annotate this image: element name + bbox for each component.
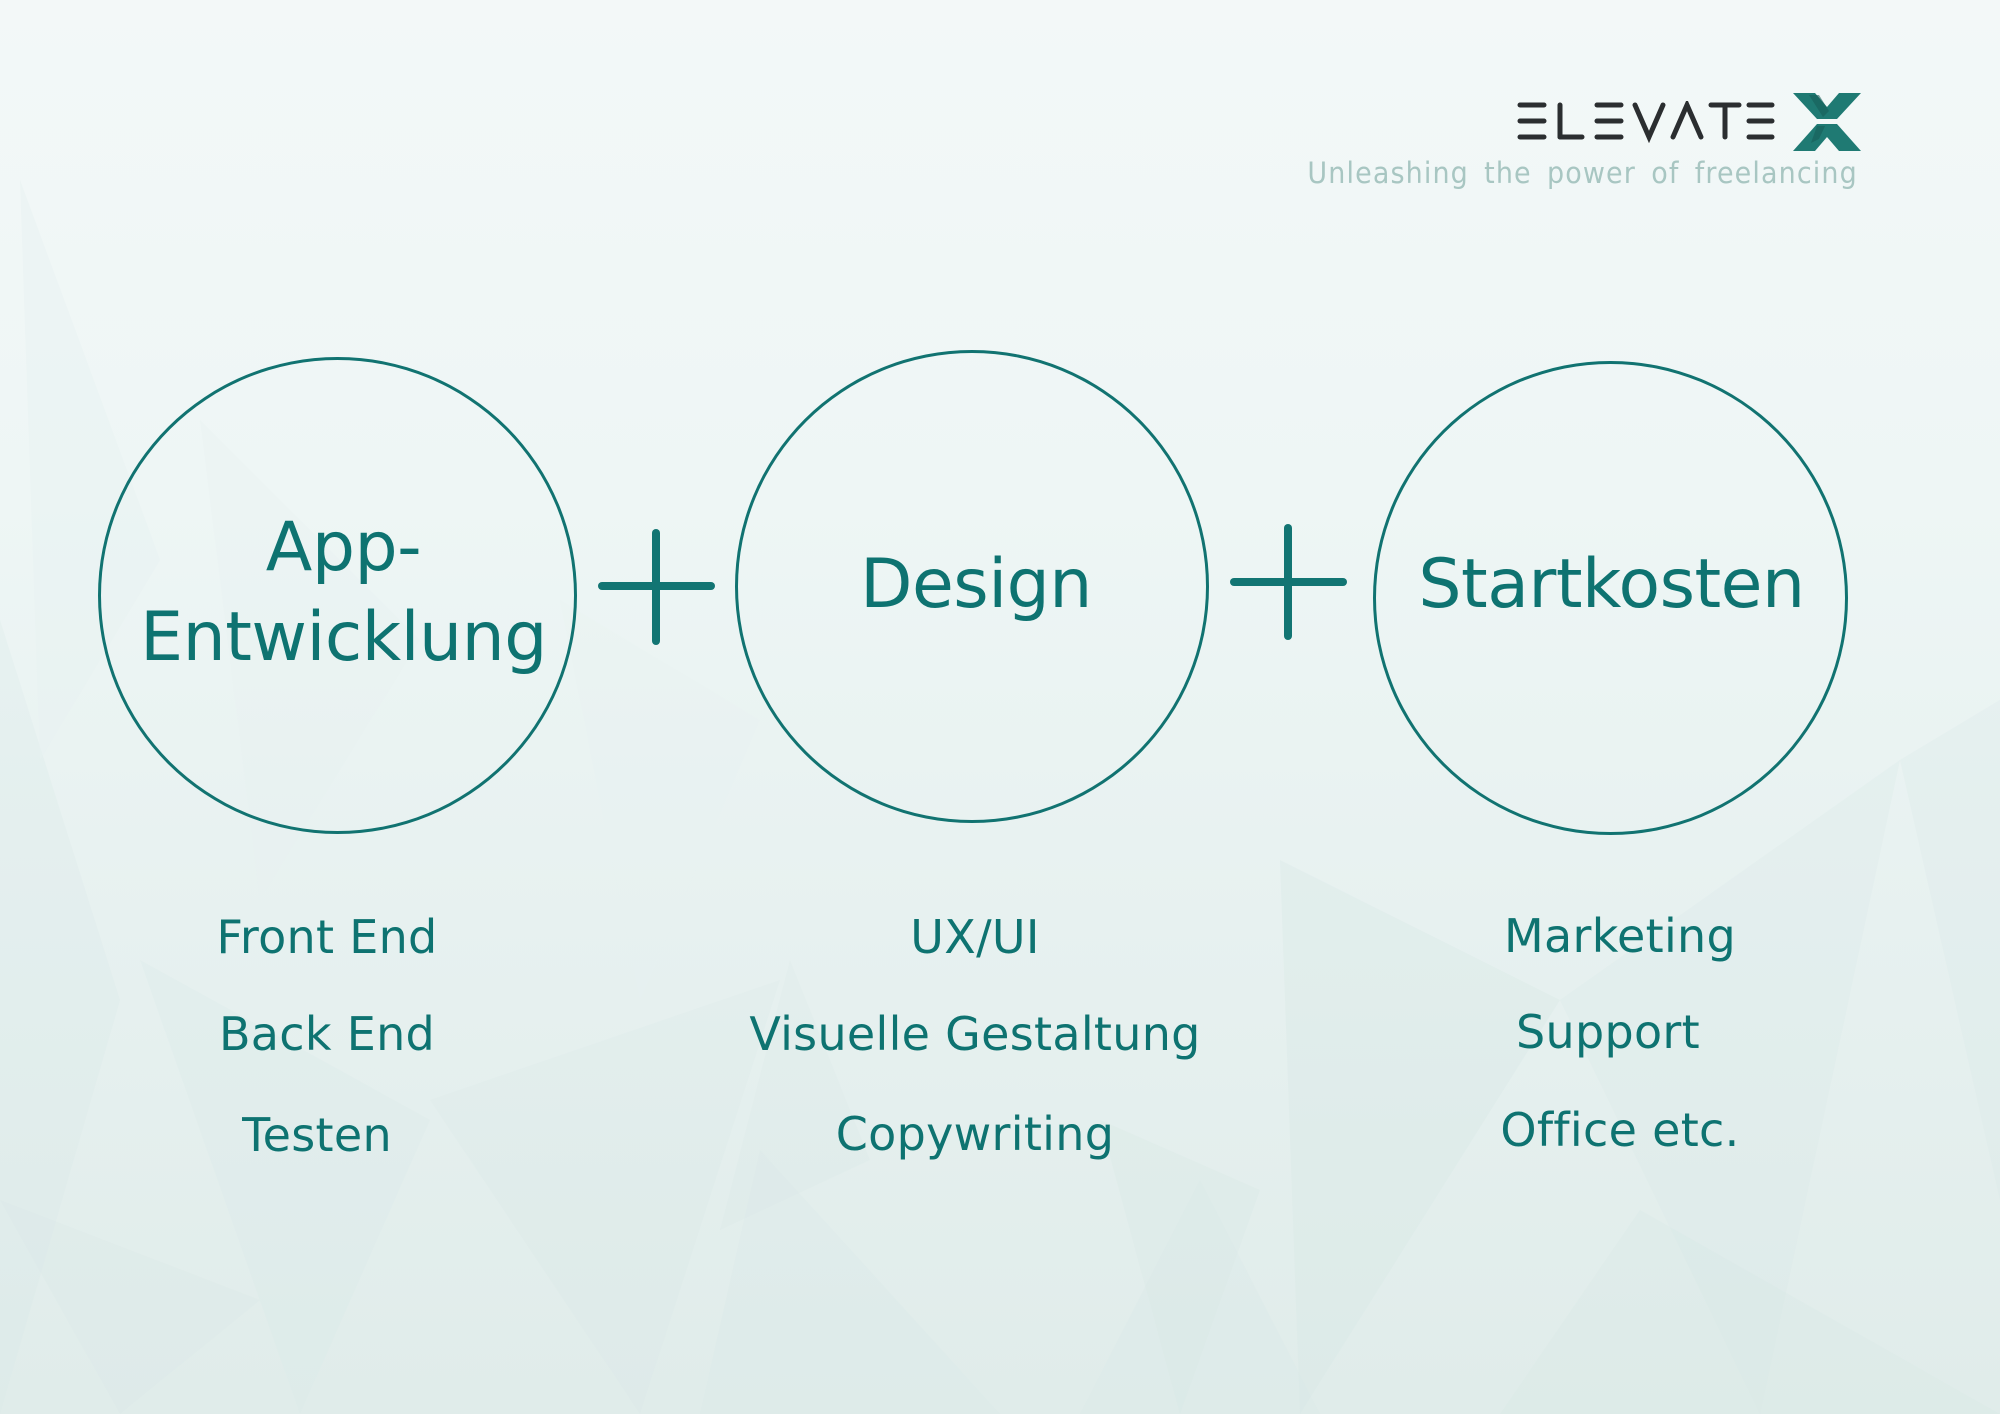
pillar-title-line: App-	[265, 507, 422, 587]
pillar-item: Visuelle Gestaltung	[749, 1007, 1201, 1061]
plus-icon	[1230, 524, 1347, 640]
pillar-title-app-entwicklung: App- Entwicklung	[140, 503, 547, 683]
pillar-item: Support	[1516, 1005, 1700, 1059]
brand-tagline: Unleashing the power of freelancing	[1307, 156, 1858, 190]
plus-icon	[598, 529, 715, 645]
pillar-circle-startkosten: Startkosten	[1373, 361, 1848, 835]
pillar-item: Back End	[218, 1007, 436, 1061]
pillar-circle-design: Design	[735, 350, 1209, 823]
pillar-title-design: Design	[860, 540, 1092, 630]
elevate-wordmark-icon	[1517, 101, 1775, 143]
brand-logo	[1380, 88, 1870, 198]
pillar-title-line: Startkosten	[1418, 545, 1805, 624]
pillar-item: Front End	[216, 910, 438, 964]
pillar-item: UX/UI	[910, 910, 1040, 964]
pillar-circle-app-entwicklung: App- Entwicklung	[98, 357, 577, 834]
elevate-x-mark-icon	[1793, 93, 1861, 151]
pillar-title-line: Entwicklung	[140, 597, 547, 677]
pillar-title-line: Design	[860, 544, 1092, 624]
pillar-title-startkosten: Startkosten	[1418, 540, 1805, 630]
pillar-item: Office etc.	[1500, 1103, 1740, 1157]
pillar-item: Copywriting	[835, 1107, 1115, 1161]
pillar-item: Testen	[242, 1108, 392, 1162]
pillar-item: Marketing	[1504, 909, 1736, 963]
